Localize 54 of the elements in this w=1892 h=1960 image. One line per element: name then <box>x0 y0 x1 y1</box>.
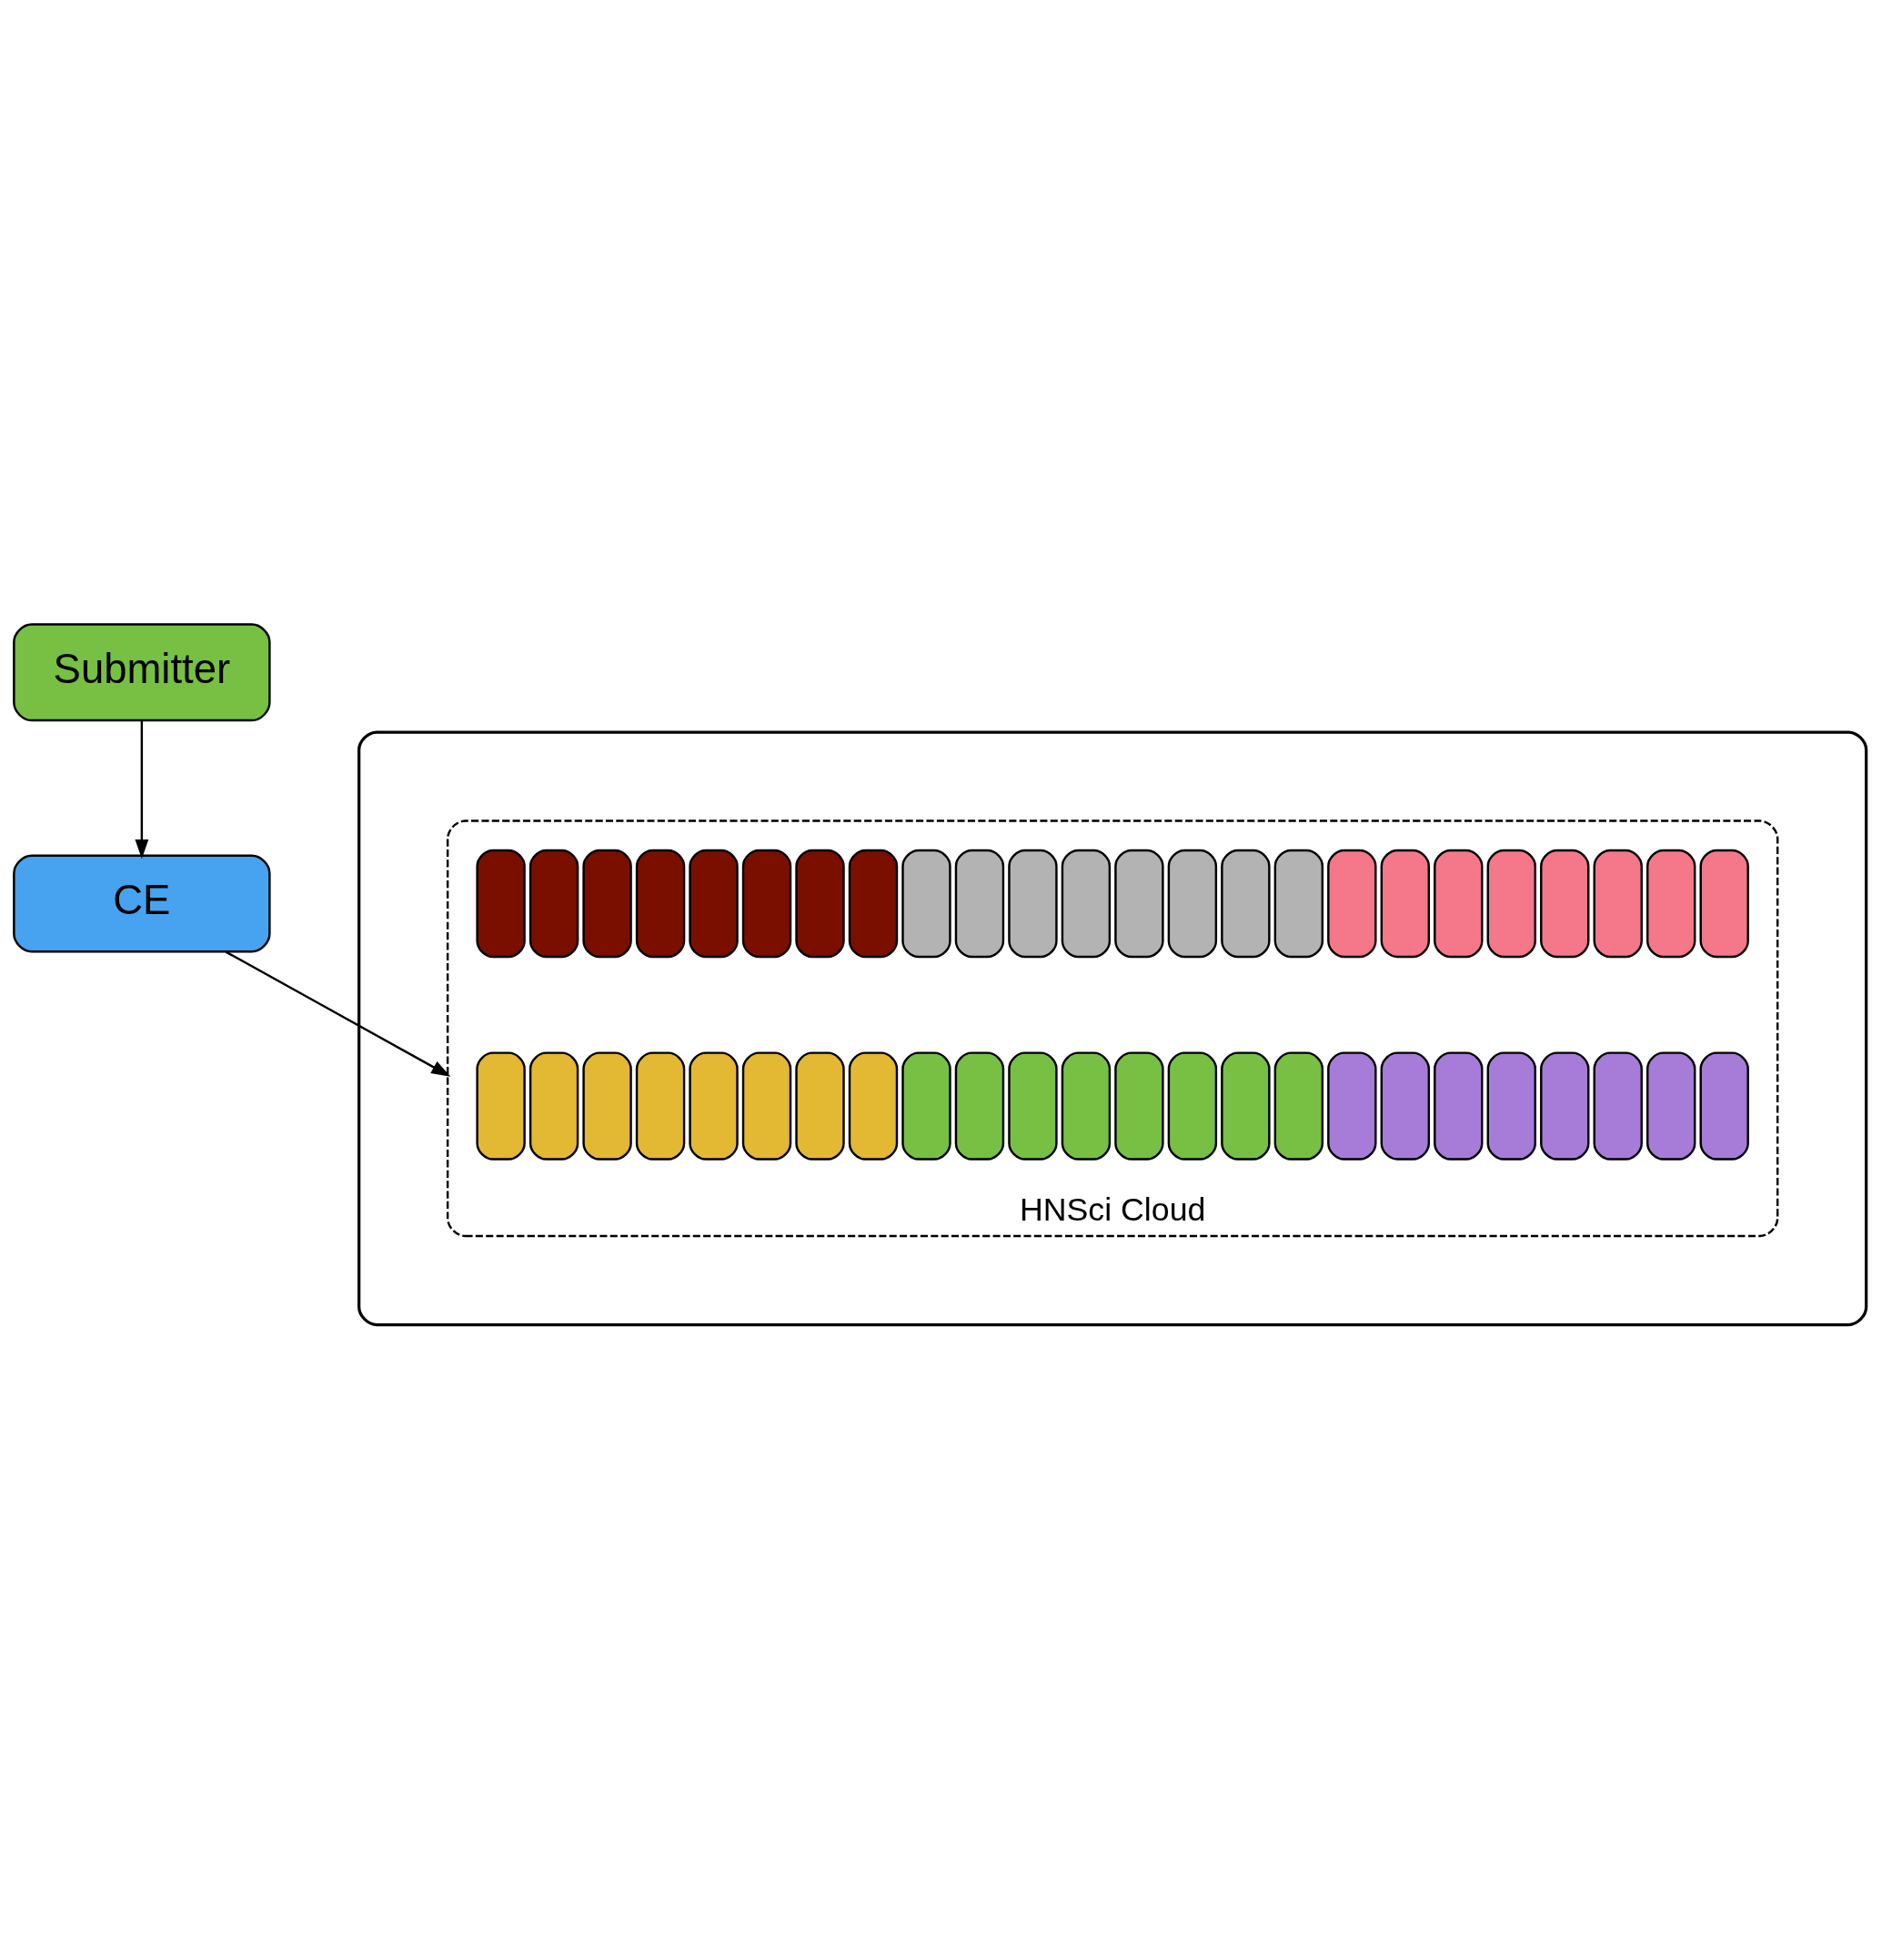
node-box <box>1167 849 1218 958</box>
node-box: CE <box>13 854 271 953</box>
node-box <box>1273 849 1324 958</box>
node-box <box>1061 849 1112 958</box>
node-box <box>1273 1050 1324 1161</box>
node-box <box>1540 849 1590 958</box>
node-box <box>528 849 579 958</box>
node-box <box>582 1050 632 1161</box>
node-box <box>1008 849 1058 958</box>
node-box <box>1380 1050 1430 1161</box>
node-box <box>689 1050 739 1161</box>
node-box <box>741 849 792 958</box>
node-box <box>848 1050 899 1161</box>
node-box <box>954 849 1005 958</box>
node-box <box>1327 1050 1377 1161</box>
node-box <box>901 1050 951 1161</box>
node-box <box>901 849 951 958</box>
node-box <box>1593 849 1643 958</box>
cluster <box>357 729 1868 1326</box>
arrow <box>225 950 451 1077</box>
node-box <box>1699 849 1749 958</box>
node-box <box>1646 1050 1696 1161</box>
node-box <box>1434 1050 1484 1161</box>
cluster: HNSci Cloud <box>446 819 1779 1237</box>
node-box: Submitter <box>13 622 271 721</box>
node-box <box>1699 1050 1749 1161</box>
node-box <box>795 1050 845 1161</box>
node-box <box>1540 1050 1590 1161</box>
node-box <box>795 849 845 958</box>
node-box <box>635 1050 686 1161</box>
node-box <box>476 1050 526 1161</box>
node-box <box>1114 849 1164 958</box>
node-box <box>741 1050 792 1161</box>
node-box <box>1593 1050 1643 1161</box>
node-box <box>1327 849 1377 958</box>
node-box <box>528 1050 579 1161</box>
node-box <box>1646 849 1696 958</box>
node-box <box>689 849 739 958</box>
node-box <box>1380 849 1430 958</box>
node-box <box>1061 1050 1112 1161</box>
arrow <box>135 719 149 859</box>
node-box <box>1167 1050 1218 1161</box>
node-box <box>582 849 632 958</box>
node-box <box>1008 1050 1058 1161</box>
node-box <box>1486 1050 1536 1161</box>
node-box <box>1221 849 1271 958</box>
node-box <box>1486 849 1536 958</box>
node-box <box>1434 849 1484 958</box>
node-box <box>635 849 686 958</box>
node-box <box>954 1050 1005 1161</box>
node-box <box>1221 1050 1271 1161</box>
node-box <box>848 849 899 958</box>
node-box <box>476 849 526 958</box>
node-box <box>1114 1050 1164 1161</box>
